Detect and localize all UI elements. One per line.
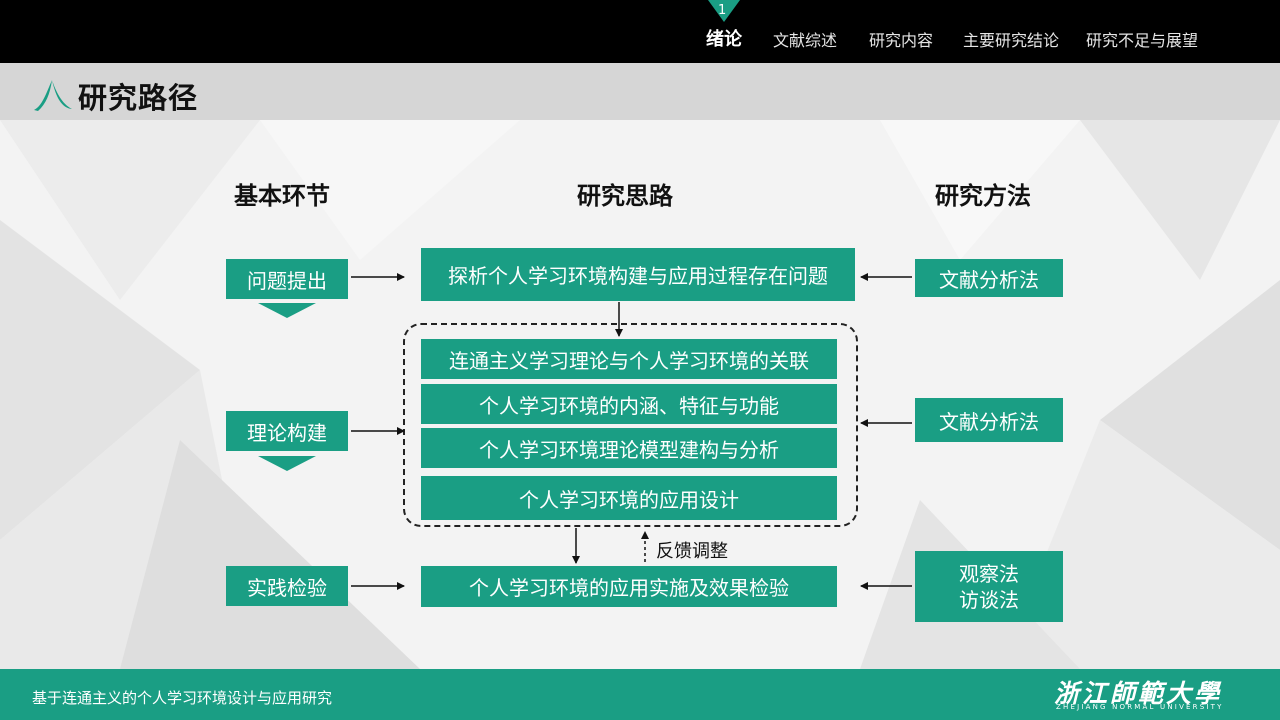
stage-box-problem: 问题提出 bbox=[226, 259, 348, 299]
university-logo-cn: 浙江師範大學 bbox=[1054, 679, 1223, 708]
method-box-observation-interview: 观察法 访谈法 bbox=[915, 551, 1063, 622]
title-bar bbox=[0, 63, 1280, 120]
leaf-logo-icon bbox=[34, 80, 72, 111]
nav-item-conclusions[interactable]: 主要研究结论 bbox=[963, 31, 1060, 50]
column-header-methods: 研究方法 bbox=[935, 182, 1031, 210]
current-section-marker bbox=[708, 0, 740, 22]
current-section-number: 1 bbox=[718, 3, 727, 18]
stage-box-theory: 理论构建 bbox=[226, 411, 348, 451]
method-interview: 访谈法 bbox=[959, 587, 1019, 612]
idea-box-theory-design: 个人学习环境的应用设计 bbox=[421, 476, 837, 520]
footer-bar bbox=[0, 669, 1280, 720]
method-box-literature-1: 文献分析法 bbox=[915, 259, 1063, 297]
idea-box-theory-relation: 连通主义学习理论与个人学习环境的关联 bbox=[421, 339, 837, 379]
column-header-ideas: 研究思路 bbox=[577, 182, 673, 210]
idea-box-practice: 个人学习环境的应用实施及效果检验 bbox=[421, 566, 837, 607]
nav-item-outlook[interactable]: 研究不足与展望 bbox=[1086, 31, 1199, 50]
feedback-label: 反馈调整 bbox=[656, 541, 728, 562]
nav-item-literature[interactable]: 文献综述 bbox=[773, 31, 838, 50]
stage-down-arrow bbox=[258, 303, 316, 318]
idea-box-theory-model: 个人学习环境理论模型建构与分析 bbox=[421, 428, 837, 468]
idea-box-theory-connotation: 个人学习环境的内涵、特征与功能 bbox=[421, 384, 837, 424]
nav-item-content[interactable]: 研究内容 bbox=[869, 31, 934, 50]
stage-down-arrow bbox=[258, 456, 316, 471]
page-title: 研究路径 bbox=[78, 81, 199, 115]
nav-item-intro[interactable]: 绪论 bbox=[706, 29, 742, 50]
column-header-stages: 基本环节 bbox=[234, 182, 330, 210]
university-logo-en: ZHEJIANG NORMAL UNIVERSITY bbox=[1056, 703, 1224, 711]
top-nav-bar bbox=[0, 0, 1280, 63]
idea-box-problem: 探析个人学习环境构建与应用过程存在问题 bbox=[421, 248, 855, 301]
stage-box-practice: 实践检验 bbox=[226, 566, 348, 606]
footer-subtitle: 基于连通主义的个人学习环境设计与应用研究 bbox=[32, 689, 333, 707]
method-observation: 观察法 bbox=[959, 561, 1019, 586]
theory-group-frame bbox=[403, 323, 858, 527]
method-box-literature-2: 文献分析法 bbox=[915, 398, 1063, 442]
